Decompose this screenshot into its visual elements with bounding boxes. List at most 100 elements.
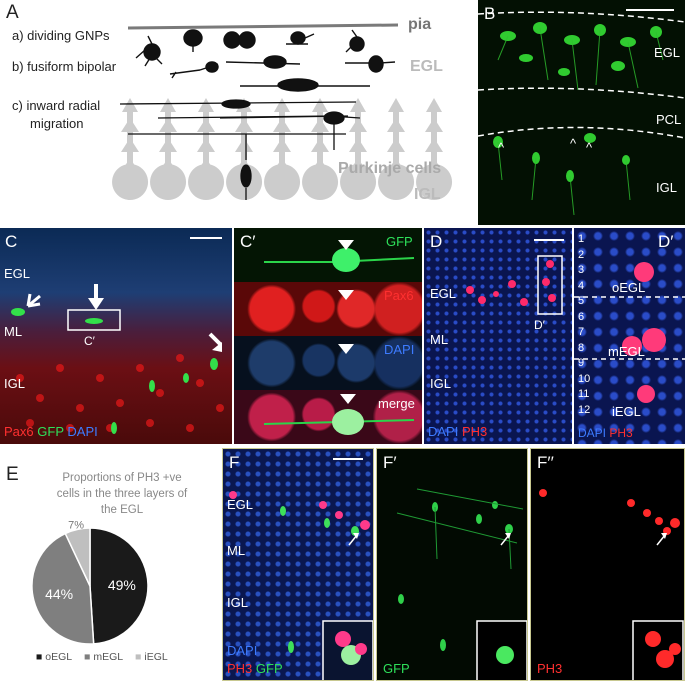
fusiform-bipolar-cells bbox=[169, 55, 396, 92]
legend-item-oegl: ■ oEGL bbox=[36, 651, 73, 663]
stain-legend-dprime: DAPI PH3 bbox=[578, 426, 633, 440]
label-ml-c: ML bbox=[4, 324, 23, 339]
purkinje-cells bbox=[112, 98, 453, 200]
pie-chart-svg: 49% 44% 7% bbox=[31, 520, 149, 645]
label-egl-b: EGL bbox=[654, 45, 681, 60]
stain-ph3: PH3 bbox=[609, 426, 633, 440]
pie-value-label: 49% bbox=[108, 577, 136, 593]
label-dividing-gnps: a) dividing GNPs bbox=[12, 28, 110, 43]
chart-title-line: cells in the three layers of bbox=[56, 488, 188, 500]
label-ph3-fdp: PH3 bbox=[537, 661, 563, 676]
stain-legend-f: PH3 GFP bbox=[227, 661, 283, 676]
row-index: 1 bbox=[578, 233, 585, 245]
panel-b-micrograph: B EGL PCL IGL ^ ^ ^ bbox=[478, 0, 685, 225]
row-index: 11 bbox=[578, 388, 590, 400]
row-index: 6 bbox=[578, 310, 585, 323]
label-igl-a: IGL bbox=[414, 186, 441, 203]
chart-title: Proportions of PH3 +ve cells in the thre… bbox=[36, 470, 208, 518]
pie-slice-oegl bbox=[89, 527, 149, 645]
label-inset-c-prime: C′ bbox=[84, 334, 95, 348]
panel-f-double-prime-letter: F′′ bbox=[537, 453, 554, 472]
chart-title-line: Proportions of PH3 +ve bbox=[62, 472, 182, 484]
label-inward-radial: c) inward radial bbox=[12, 98, 101, 113]
label-ml-d: ML bbox=[430, 332, 449, 347]
panel-c-letter: C bbox=[5, 232, 18, 251]
panel-d-micrograph: D EGL ML IGL D′ DAPI PH3 bbox=[424, 228, 572, 444]
label-purkinje-cells: Purkinje cells bbox=[338, 160, 442, 177]
row-index: 5 bbox=[578, 295, 585, 307]
label-igl-b: IGL bbox=[656, 180, 677, 195]
c-prime-gfp-strip bbox=[234, 228, 422, 282]
legend-label: oEGL bbox=[45, 651, 73, 663]
panel-d-prime-image bbox=[574, 262, 685, 403]
panel-a-letter: A bbox=[6, 2, 19, 23]
label-igl-f: IGL bbox=[227, 595, 248, 610]
c-prime-pax6-strip bbox=[234, 282, 422, 336]
pie-slice-iegl bbox=[64, 527, 91, 587]
pie-value-label: 7% bbox=[68, 520, 84, 532]
panel-d-prime-micrograph: D′ 1 2 3 4 5 6 7 8 9 10 11 12 oEGL mEGL … bbox=[574, 228, 685, 444]
label-igl-d: IGL bbox=[430, 376, 451, 391]
pie-value-label: 44% bbox=[45, 586, 73, 602]
caret-mark-3: ^ bbox=[586, 140, 593, 155]
panel-d-prime-letter: D′ bbox=[658, 232, 674, 251]
row-index: 12 bbox=[578, 403, 591, 416]
panel-d-image bbox=[466, 239, 564, 315]
panel-a-drawing bbox=[112, 23, 453, 200]
label-pcl-b: PCL bbox=[656, 112, 682, 127]
stain-dapi: DAPI bbox=[67, 424, 98, 439]
stain-dapi: DAPI bbox=[428, 424, 459, 439]
label-egl-f: EGL bbox=[227, 497, 254, 512]
stain-legend-c: Pax6 GFP DAPI bbox=[4, 424, 98, 439]
label-merge-cprime: merge bbox=[378, 396, 415, 411]
label-dapi-cprime: DAPI bbox=[384, 342, 415, 357]
panel-f-prime-micrograph: F′ GFP bbox=[376, 448, 528, 681]
panel-e-letter: E bbox=[6, 464, 19, 485]
row-index: 8 bbox=[578, 341, 585, 354]
stain-dapi: DAPI bbox=[578, 426, 607, 440]
stain-ph3: PH3 bbox=[461, 424, 488, 439]
panel-d-letter: D bbox=[430, 232, 443, 251]
label-ml-f: ML bbox=[227, 543, 246, 558]
panel-a-schematic: A bbox=[0, 0, 478, 225]
row-index: 7 bbox=[578, 326, 585, 338]
panel-f-double-prime-image bbox=[539, 489, 684, 680]
panel-c-prime-letter: C′ bbox=[240, 232, 256, 251]
label-egl-d: EGL bbox=[430, 286, 457, 301]
caret-mark-1: ^ bbox=[498, 140, 505, 155]
label-gfp-cprime: GFP bbox=[386, 234, 413, 249]
c-prime-dapi-strip bbox=[234, 336, 422, 390]
panel-c-prime-micrograph: C′ GFP Pax6 DAPI merge bbox=[234, 228, 422, 444]
panel-f-micrograph: F EGL ML IGL DAPI PH3 GFP bbox=[222, 448, 374, 681]
panel-b-image bbox=[478, 9, 685, 216]
panel-c-image bbox=[11, 237, 224, 434]
panel-f-letter: F bbox=[229, 453, 240, 472]
label-egl-c: EGL bbox=[4, 266, 31, 281]
label-pia: pia bbox=[408, 16, 432, 33]
legend-item-iegl: ■ iEGL bbox=[135, 651, 168, 663]
row-index: 10 bbox=[578, 372, 591, 385]
panel-f-image bbox=[229, 458, 373, 680]
stain-gfp: GFP bbox=[37, 424, 64, 439]
chart-legend: ■ oEGL ■ mEGL ■ iEGL bbox=[36, 651, 216, 663]
label-fusiform-bipolar: b) fusiform bipolar bbox=[12, 59, 117, 74]
label-pax6-cprime: Pax6 bbox=[384, 288, 414, 303]
c-prime-merge-strip bbox=[234, 390, 422, 444]
legend-item-megl: ■ mEGL bbox=[84, 651, 124, 663]
label-iegl: iEGL bbox=[612, 404, 641, 419]
row-index: 3 bbox=[578, 264, 585, 276]
panel-b-letter: B bbox=[484, 4, 496, 23]
panel-c-micrograph: C EGL ML IGL C′ Pax6 GFP DAPI bbox=[0, 228, 232, 444]
stain-gfp: GFP bbox=[255, 661, 283, 676]
label-megl: mEGL bbox=[608, 344, 645, 359]
stain-dapi-f: DAPI bbox=[227, 643, 258, 658]
panel-f-double-prime-micrograph: F′′ PH3 bbox=[530, 448, 685, 681]
legend-label: iEGL bbox=[144, 651, 168, 663]
label-inset-d-prime: D′ bbox=[534, 318, 545, 332]
row-index: 9 bbox=[578, 357, 585, 369]
row-index-column: 1 2 3 4 5 6 7 8 9 10 11 12 bbox=[578, 232, 596, 418]
chart-title-line: the EGL bbox=[100, 504, 144, 516]
row-index: 4 bbox=[578, 279, 585, 292]
label-migration: migration bbox=[30, 116, 84, 131]
panel-f-prime-image bbox=[396, 488, 527, 680]
